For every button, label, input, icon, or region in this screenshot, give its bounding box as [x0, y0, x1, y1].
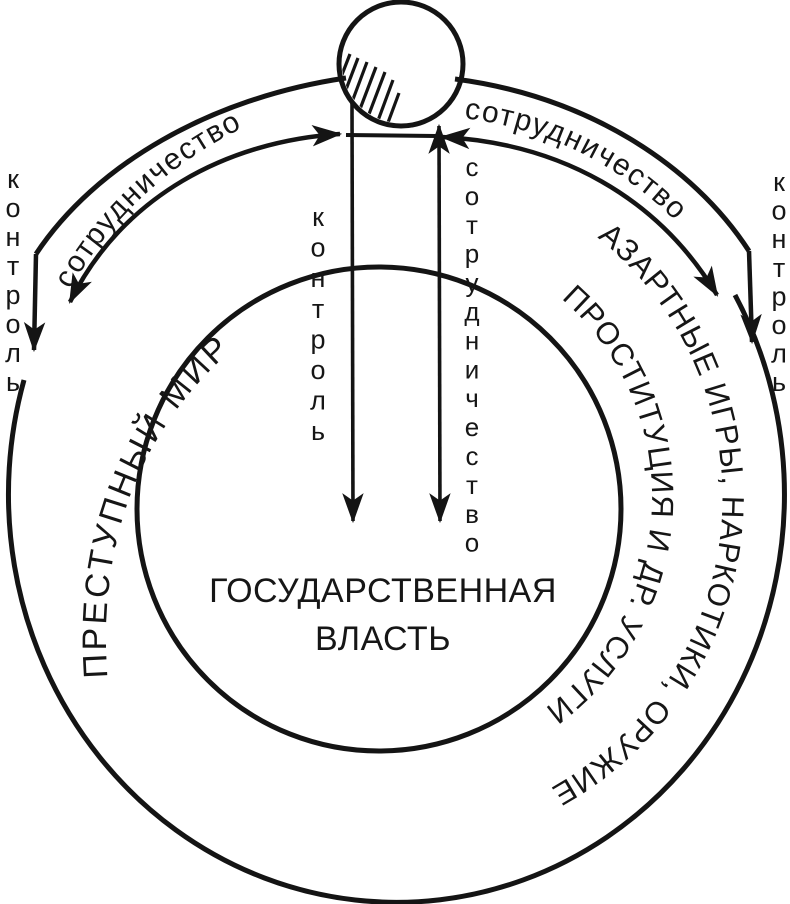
- state-power-label-line1: ГОСУДАРСТВЕННАЯ: [209, 572, 557, 610]
- crime-boss-circle: [336, 0, 466, 129]
- control-arrow-center-vertical: [342, 102, 364, 524]
- state-power-label-line2: ВЛАСТЬ: [315, 620, 451, 658]
- cooperation-arrow-left: [67, 125, 343, 304]
- boss-circle-tangent-line: [345, 133, 437, 138]
- cooperation-left-label: сотрудничество: [48, 104, 247, 293]
- criminal-world-outer-ring: [5, 293, 787, 904]
- control-arrow-left-edge: [23, 75, 347, 353]
- cooperation-arrow-right: [439, 127, 719, 297]
- criminal-world-label: ПРЕСТУПНЫЙ МИР: [76, 327, 238, 680]
- cooperation-arrow-center-vertical: [428, 123, 451, 524]
- state-power-circle: [134, 264, 624, 754]
- control-arrow-right-drop: [740, 250, 762, 345]
- crime-boss-circle-outline: [336, 0, 466, 129]
- control-arrow-left-drop: [23, 253, 46, 353]
